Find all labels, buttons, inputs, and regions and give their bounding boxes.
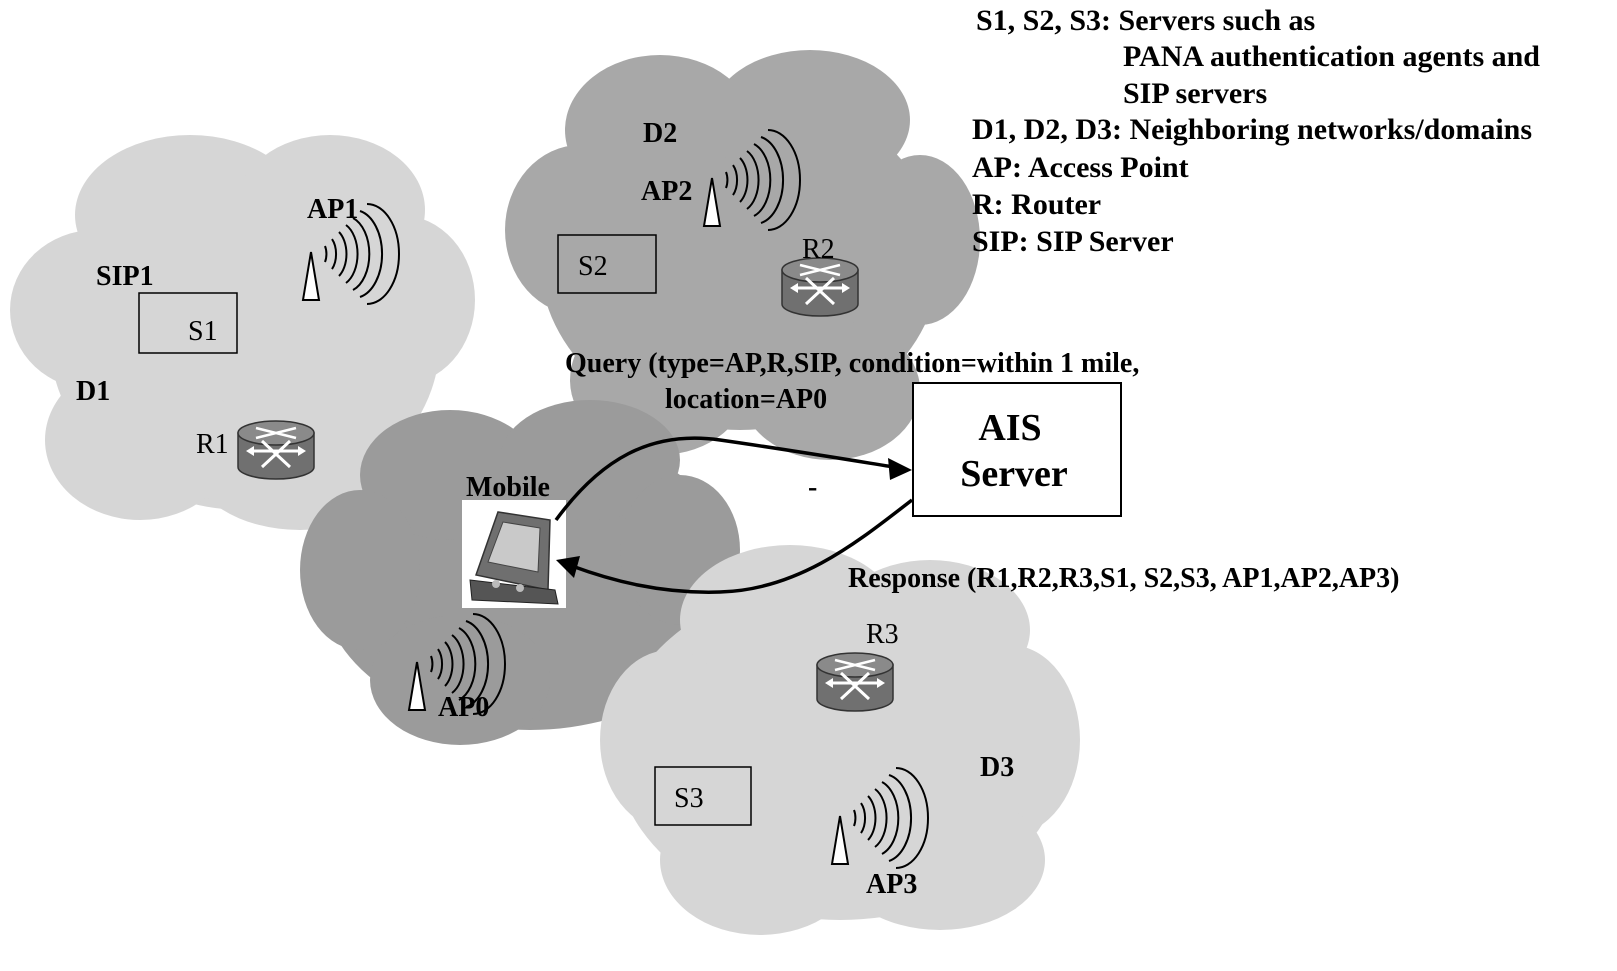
mobile-label: Mobile: [466, 472, 550, 503]
domain-label-d1: D1: [76, 376, 110, 407]
server-label-s1: S1: [188, 316, 218, 347]
ap-label-ap0: AP0: [438, 692, 489, 723]
router-icon: [780, 256, 860, 318]
legend-item-domains: D1, D2, D3: Neighboring networks/domains: [972, 113, 1533, 146]
router-icon: [236, 419, 316, 481]
separator-dash: -: [808, 472, 817, 503]
router-label-r3: R3: [866, 619, 899, 650]
legend-item-sip: SIP: SIP Server: [972, 225, 1174, 258]
server-s2-box: [557, 234, 657, 294]
query-text-line2: location=AP0: [665, 384, 827, 415]
domain-label-d3: D3: [980, 752, 1014, 783]
sip-label: SIP1: [96, 261, 154, 292]
server-label-s2: S2: [578, 251, 608, 282]
router-label-r2: R2: [802, 234, 835, 265]
response-text: Response (R1,R2,R3,S1, S2,S3, AP1,AP2,AP…: [848, 563, 1399, 594]
legend-item-servers-cont: PANA authentication agents and: [1123, 40, 1540, 73]
mobile-device-icon: [462, 500, 566, 608]
legend-item-servers-cont2: SIP servers: [1123, 77, 1268, 110]
ap-label-ap1: AP1: [307, 194, 358, 225]
legend-item-servers: S1, S2, S3: Servers such as: [976, 4, 1316, 37]
ais-server-box: [912, 382, 1122, 517]
response-arrow: [556, 498, 914, 594]
ais-server-subtitle: Server: [960, 453, 1068, 495]
domain-label-d2: D2: [643, 118, 677, 149]
server-s3-box: [654, 766, 752, 826]
router-icon: [815, 651, 895, 713]
query-text-line1: Query (type=AP,R,SIP, condition=within 1…: [565, 348, 1139, 379]
ais-server-title: AIS: [978, 407, 1041, 449]
ap-label-ap3: AP3: [866, 869, 917, 900]
ap-label-ap2: AP2: [641, 176, 692, 207]
query-arrow: [554, 436, 912, 522]
router-label-r1: R1: [196, 429, 229, 460]
server-s1-box: [138, 292, 238, 354]
legend-item-router: R: Router: [972, 188, 1102, 221]
legend-item-ap: AP: Access Point: [972, 151, 1189, 184]
cloud-d2: [505, 50, 980, 460]
server-label-s3: S3: [674, 783, 704, 814]
